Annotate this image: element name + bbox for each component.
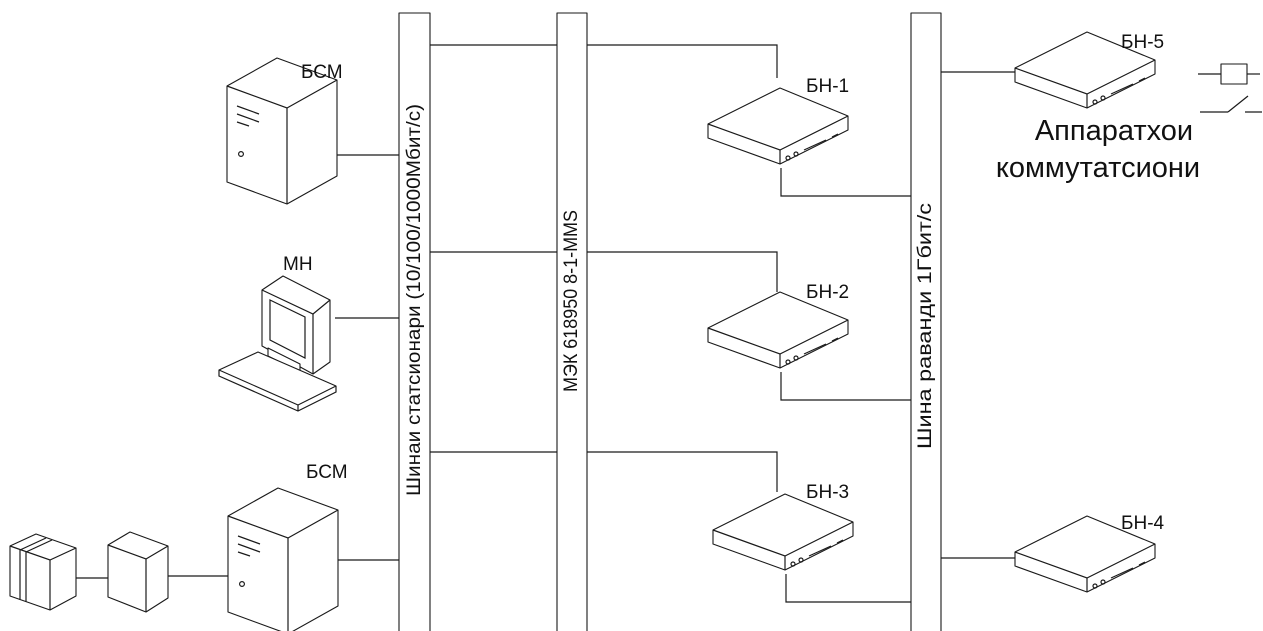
bn1-unit <box>707 87 849 165</box>
bn1-label: БН-1 <box>806 76 849 97</box>
process-bus <box>910 12 942 631</box>
station-bus-label: Шинаи статсионари (10/100/1000Мбит/с) <box>404 104 425 496</box>
bn3-label: БН-3 <box>806 482 849 503</box>
switchgear-label-line2: коммутатсиони <box>996 152 1200 184</box>
bn3-unit <box>712 493 854 571</box>
bsm-bottom-server <box>227 487 339 631</box>
process-bus-label: Шина раванди 1Гбит/с <box>915 203 936 449</box>
bn5-label: БН-5 <box>1121 32 1164 53</box>
station-bus <box>398 12 431 631</box>
bsm-top-label: БСМ <box>301 62 343 83</box>
switchgear-label-line1: Аппаратхои <box>1035 115 1193 147</box>
mn-workstation <box>218 275 337 412</box>
connections <box>76 44 1015 603</box>
bn2-label: БН-2 <box>806 282 849 303</box>
interface-box <box>107 531 169 613</box>
iec-bus <box>556 12 588 631</box>
switch-symbol <box>1200 95 1262 113</box>
bn4-label: БН-4 <box>1121 513 1165 534</box>
bsm-bottom-label: БСМ <box>306 462 348 483</box>
fuse-symbol <box>1198 63 1260 85</box>
mn-label: МН <box>283 254 313 275</box>
bn2-unit <box>707 291 849 369</box>
modular-unit <box>9 533 77 611</box>
iec-bus-label: МЭК 618950 8-1-MMS <box>561 210 582 392</box>
